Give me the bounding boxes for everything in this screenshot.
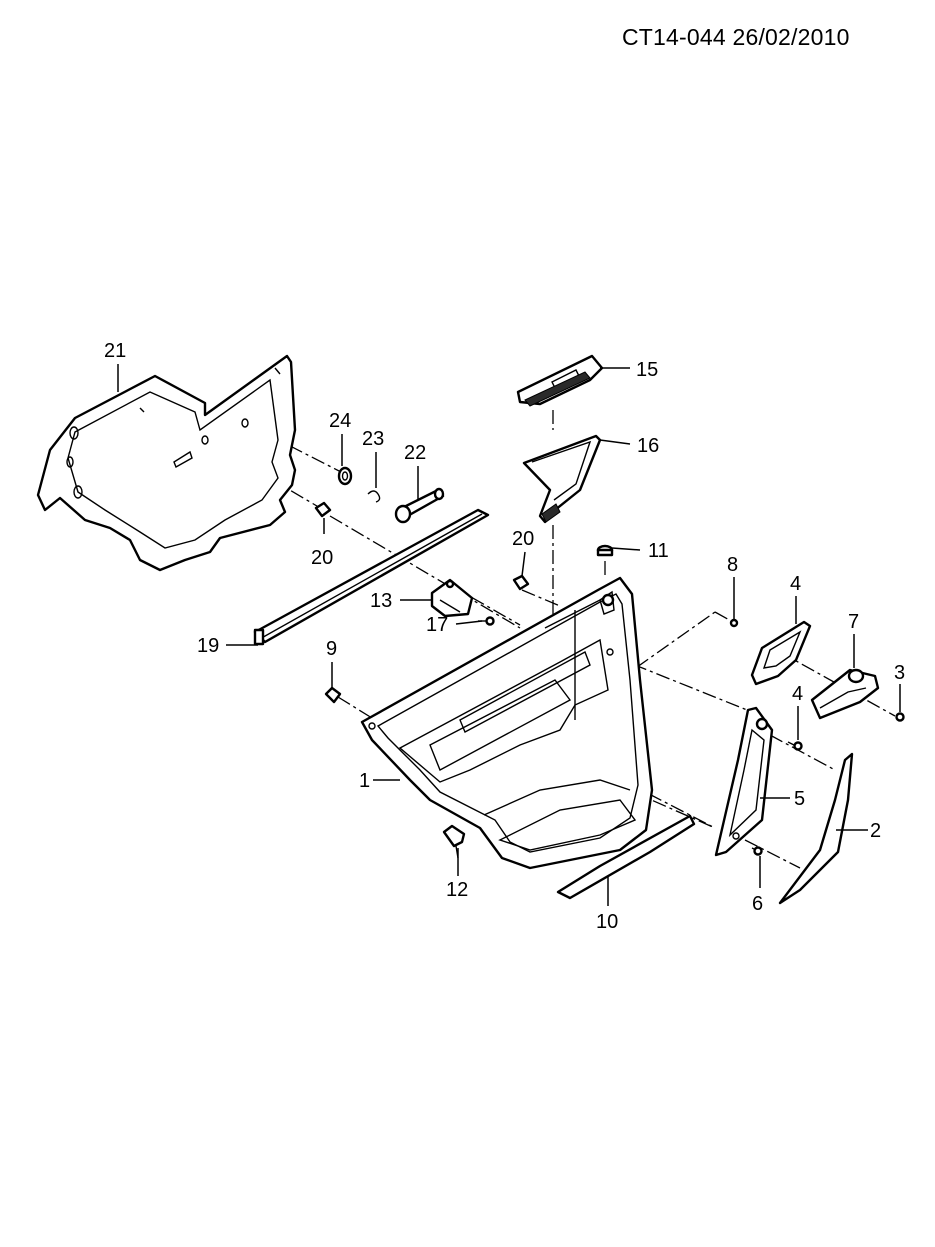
inner-handle-part-7	[810, 668, 880, 720]
window-crank-part-22	[394, 487, 445, 524]
lower-trim-strip-part-10	[556, 814, 696, 900]
callout-labels: 21 24 23 22 20 20 13 17 19 9 1 12 10 11 …	[104, 340, 905, 933]
clip-part-20-right	[512, 574, 530, 591]
callout-20-right: 20	[512, 528, 534, 550]
callout-22: 22	[404, 442, 426, 464]
callout-10: 10	[596, 911, 618, 933]
callout-9: 9	[326, 638, 337, 660]
switch-panel-part-15	[516, 354, 604, 407]
callout-7: 7	[848, 611, 859, 633]
callout-12: 12	[446, 879, 468, 901]
callout-24: 24	[329, 410, 351, 432]
callout-20-left: 20	[311, 547, 333, 569]
finisher-part-2	[778, 752, 854, 905]
callout-4-bottom: 4	[792, 683, 803, 705]
callout-19: 19	[197, 635, 219, 657]
grommet-part-11	[596, 544, 614, 557]
handle-bezel-part-4	[750, 620, 812, 686]
callout-13: 13	[370, 590, 392, 612]
water-shield-part-21	[36, 354, 297, 572]
callout-15: 15	[636, 359, 658, 381]
clip-part-8	[729, 618, 739, 628]
washer-part-24	[337, 466, 353, 486]
callout-8: 8	[727, 554, 738, 576]
leader-lines	[117, 364, 901, 906]
callout-4-top: 4	[790, 573, 801, 595]
diagram-reference-code: CT14-044 26/02/2010	[622, 24, 850, 50]
callout-21: 21	[104, 340, 126, 362]
callout-3: 3	[894, 662, 905, 684]
screw-part-4	[787, 741, 803, 751]
clip-part-23	[367, 490, 381, 503]
push-clip-part-12	[442, 824, 466, 859]
callout-17: 17	[426, 614, 448, 636]
clip-part-9	[324, 686, 342, 704]
door-trim-panel-part-1	[360, 576, 654, 870]
screw-part-6	[751, 846, 763, 856]
callout-6: 6	[752, 893, 763, 915]
callout-23: 23	[362, 428, 384, 450]
bracket-part-13	[430, 578, 474, 618]
callout-11: 11	[648, 540, 669, 562]
armrest-bezel-part-16	[522, 434, 602, 524]
callout-5: 5	[794, 788, 805, 810]
screw-part-3	[895, 712, 905, 722]
pull-handle-part-5	[714, 706, 774, 857]
belt-molding-part-19	[253, 508, 490, 646]
clip-part-20-left	[314, 501, 332, 518]
callout-16: 16	[637, 435, 659, 457]
callout-2: 2	[870, 820, 881, 842]
callout-1: 1	[359, 770, 370, 792]
